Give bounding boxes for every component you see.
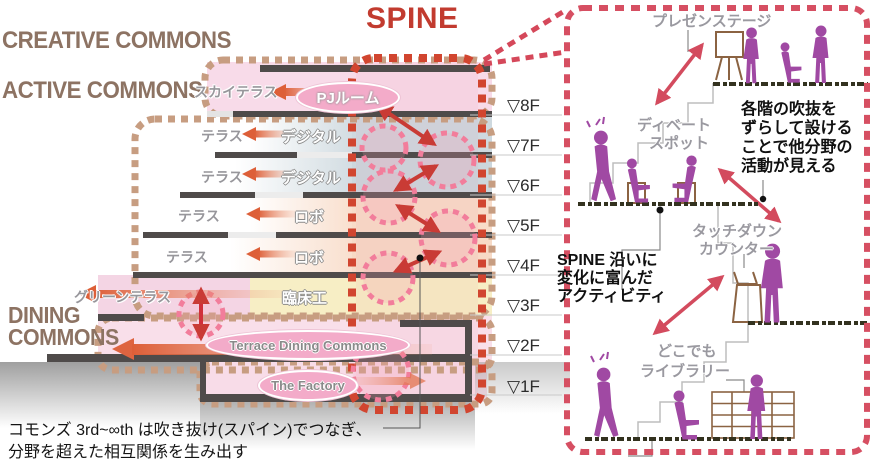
spine-note-line3: アクティビティ [557,288,667,305]
green-terrace-label: グリーンテラス [74,289,172,305]
floor-label-8f: ▽8F [507,96,540,115]
digital-room-7f-label: デジタル [281,129,341,146]
pj-room-label: PJルーム [316,90,380,107]
spine-zigzag-arrows [192,104,443,342]
creative-commons-heading: CREATIVE COMMONS [2,27,231,54]
terrace-4f-label: テラス [166,249,208,265]
panel-ground-hatches [578,82,868,441]
dining-commons-heading-line2: COMMONS [8,324,119,350]
floor-label-1f: ▽1F [507,377,540,396]
spine-shaft-outline [348,54,486,414]
atrium-note-line4: 活動が見える [741,158,837,175]
dining-commons-heading-line1: DINING [8,302,81,328]
presentation-stage-label: プレゼンステージ [652,13,772,30]
floor-label-7f: ▽7F [507,136,540,155]
anywhere-library-label-line2: ライブラリー [640,363,731,380]
ground-shadow [0,362,570,450]
anywhere-library-label-line1: どこでも [657,343,717,360]
spine-note-line2: 変化に富んだ [557,270,654,287]
robo-room-4f-label: ロボ [294,250,325,267]
atrium-note-line1: 各階の吹抜を [741,101,838,118]
the-factory-ellipse: The Factory [258,370,358,401]
debate-spot-label-line1: ディベート [637,117,711,134]
atrium-note-line2: ずらして設ける [741,120,853,137]
active-commons-heading: ACTIVE COMMONS [2,77,203,104]
caption-leader [383,254,424,429]
floor-label-3f: ▽3F [507,296,540,315]
terrace-7f-label: テラス [201,128,243,144]
touchdown-counter-label-line1: タッチダウン [692,223,783,240]
terrace-6f-label: テラス [201,169,243,185]
debate-spot-label-line2: スポット [649,135,710,152]
spine-note-line1: SPINE 沿いに [557,252,658,269]
panel-red-arrows [652,42,782,336]
panel-border [564,5,870,455]
terrace-dining-commons-label: Terrace Dining Commons [229,337,387,353]
the-factory-label: The Factory [271,378,345,393]
sky-terrace-label: スカイテラス [194,84,278,100]
digital-room-6f-label: デジタル [281,170,341,187]
pj-room-ellipse: PJルーム [296,82,400,113]
caption-line1: コモンズ 3rd~∞th は吹き抜け(スパイン)でつなぎ、 [8,422,372,439]
clinical-room-label: 臨床工 [282,290,328,307]
terrace-dining-commons-ellipse: Terrace Dining Commons [206,330,410,360]
floor-label-2f: ▽2F [507,336,540,355]
floor-label-5f: ▽5F [507,216,540,235]
callout-cone [482,7,568,67]
spine-title: SPINE [366,2,459,35]
floor-label-4f: ▽4F [507,256,540,275]
robo-room-5f-label: ロボ [294,209,325,226]
atrium-note-line3: ことで他分野の [741,139,853,156]
floor-label-6f: ▽6F [507,176,540,195]
terrace-5f-label: テラス [178,208,220,224]
panel-figures [586,25,829,440]
caption-line2: 分野を超えた相互関係を生み出す [8,444,249,461]
surprise-sparks [586,116,609,363]
touchdown-counter-label-line2: カウンター [699,241,775,258]
